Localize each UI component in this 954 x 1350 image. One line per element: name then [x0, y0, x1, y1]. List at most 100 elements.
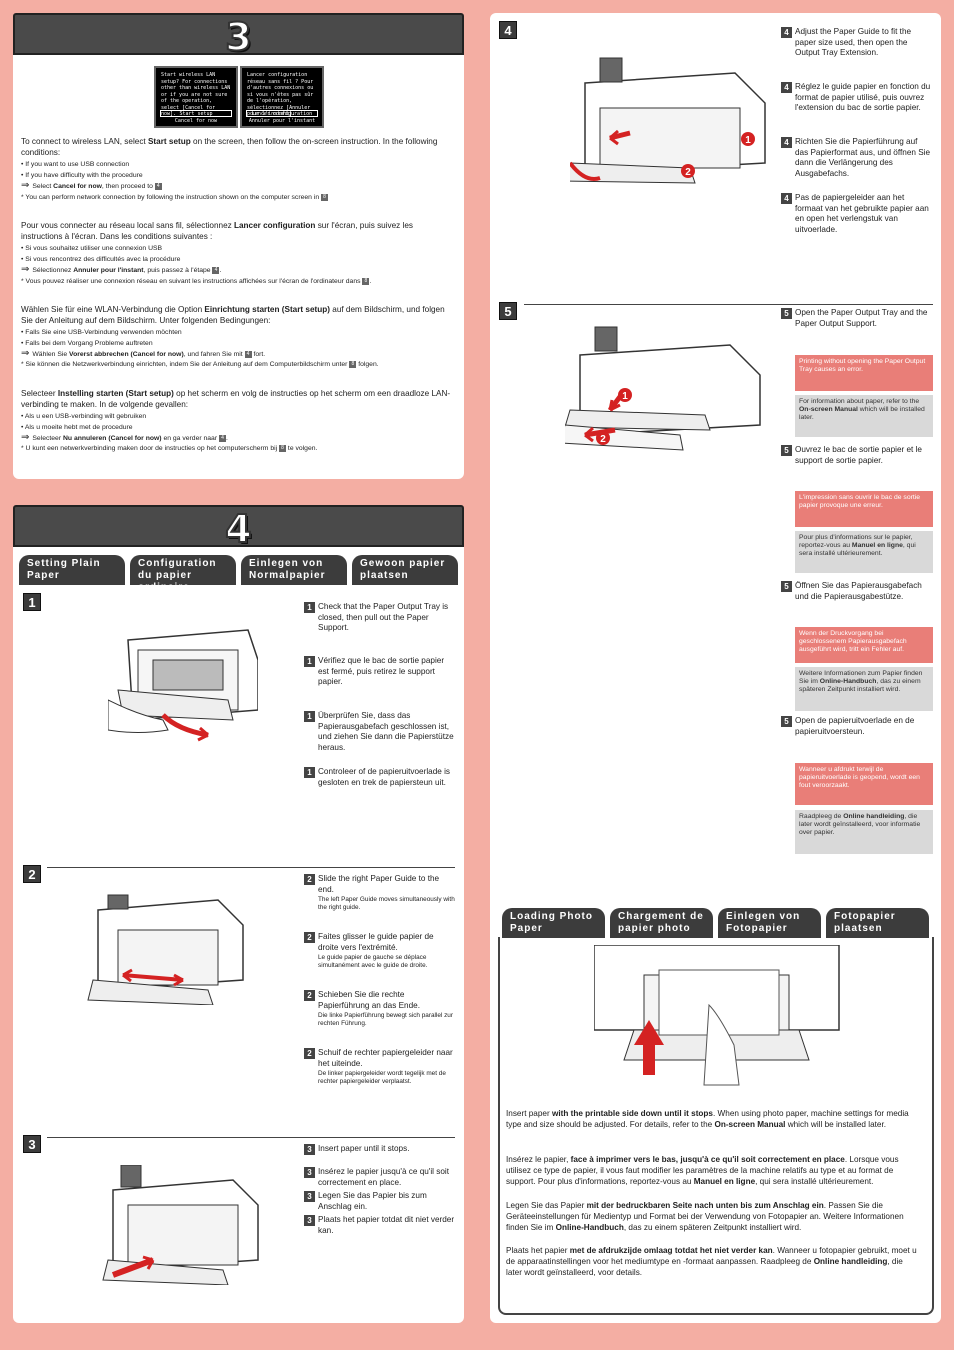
s3-fr-intro: Pour vous connecter au réseau local sans… [21, 221, 414, 241]
step-badge: 3 [304, 1167, 315, 1178]
step-badge: 4 [781, 27, 792, 38]
s3-fr-bullet-1: • Si vous souhaitez utiliser une connexi… [21, 245, 163, 252]
step-5-nl-info: Raadpleeg de Online handleiding, die lat… [795, 810, 933, 854]
lcd-fr-text: Lancer configuration réseau sans fil ? P… [247, 72, 314, 117]
step-badge: 4 [781, 193, 792, 204]
printer-illustration-step-2 [87, 894, 244, 1005]
s3-fr-arrow: ⇒Sélectionnez Annuler pour l'instant, pu… [21, 264, 222, 275]
lcd-en-text: Start wireless LAN setup? For connection… [161, 72, 231, 117]
s3-en-note: * You can perform network connection by … [21, 192, 328, 203]
s3-nl-bullet-1: • Als u een USB-verbinding wilt gebruike… [21, 413, 147, 420]
lcd-screen-fr: Lancer configuration réseau sans fil ? P… [240, 66, 324, 128]
step-1-number: 1 [23, 593, 41, 611]
lcd-en-option-start: Start setup [160, 110, 232, 117]
tab-einlegen-normalpapier: Einlegen von Normalpapier [241, 555, 347, 585]
step-ref-icon: 4 [154, 182, 162, 190]
printer-illustration-photo [594, 945, 840, 1086]
lcd-en-option-cancel: Cancel for now [174, 118, 218, 124]
step-badge: 1 [304, 767, 315, 778]
tab-setting-plain-paper: Setting Plain Paper [19, 555, 125, 585]
tab-fotopapier-plaatsen: Fotopapier plaatsen [826, 908, 929, 938]
printer-illustration-step-1 [108, 629, 258, 742]
photo-en: Insert paper with the printable side dow… [506, 1109, 909, 1129]
section-3-header: 3 [13, 13, 464, 59]
tab-einlegen-fotopapier: Einlegen von Fotopapier [718, 908, 821, 938]
double-arrow-icon: ⇒ [21, 348, 30, 359]
step-badge: 5 [781, 445, 792, 456]
step-5-nl-warning: Wanneer u afdrukt terwijl de papieruitvo… [795, 763, 933, 805]
s3-fr-note: * Vous pouvez réaliser une connexion rés… [21, 277, 372, 285]
step-badge: 1 [304, 656, 315, 667]
lcd-fr-option-cancel: Annuler pour l'instant [248, 118, 316, 124]
tab-configuration-papier: Configuration du papier ordinaire [130, 555, 236, 593]
section-4-number: 4 [224, 507, 252, 551]
double-arrow-icon: ⇒ [21, 432, 30, 443]
step-ref-icon: 4 [219, 434, 226, 442]
s3-fr-bullet-2: • Si vous rencontrez des difficultés ave… [21, 256, 181, 263]
s3-nl-bullet-2: • Als u moeite hebt met de procedure [21, 424, 133, 431]
step-ref-icon: 8 [349, 360, 357, 368]
s3-nl-arrow: ⇒Selecteer Nu annuleren (Cancel for now)… [21, 432, 228, 443]
lcd-screen-en: Start wireless LAN setup? For connection… [154, 66, 238, 128]
s3-en-bullet-2: • If you have difficulty with the proced… [21, 172, 143, 179]
step-badge: 2 [304, 990, 315, 1001]
photo-fr: Insérez le papier, face à imprimer vers … [506, 1155, 899, 1186]
step-badge: 2 [304, 932, 315, 943]
printer-illustration-step-4: 1 2 [570, 57, 766, 184]
photo-de: Legen Sie das Papier mit der bedruckbare… [506, 1201, 904, 1232]
step-5-fr-info: Pour plus d'informations sur le papier, … [795, 531, 933, 573]
printer-illustration-step-3 [102, 1165, 259, 1285]
step-5-divider [524, 304, 933, 305]
step-badge: 2 [304, 1048, 315, 1059]
tab-chargement-papier-photo: Chargement de papier photo [610, 908, 713, 938]
s3-nl-intro: Selecteer Instelling starten (Start setu… [21, 389, 451, 409]
s3-en-intro: To connect to wireless LAN, select Start… [21, 137, 438, 157]
s3-nl-note: * U kunt een netwerkverbinding maken doo… [21, 444, 318, 452]
section-4-panel: 4 Setting Plain Paper Configuration du p… [13, 505, 464, 1323]
step-badge: 2 [304, 874, 315, 885]
step-5-de-info: Weitere Informationen zum Papier finden … [795, 667, 933, 711]
photo-paper-frame [498, 937, 934, 1315]
s3-en-bullet-1: • If you want to use USB connection [21, 161, 130, 168]
step-3-divider [47, 1137, 455, 1138]
step-ref-icon: 8 [362, 277, 370, 285]
s3-de-intro: Wählen Sie für eine WLAN-Verbindung die … [21, 305, 445, 325]
tab-gewoon-papier: Gewoon papier plaatsen [352, 555, 458, 585]
s3-en-arrow: ⇒Select Cancel for now, then proceed to … [21, 180, 162, 192]
step-badge: 3 [304, 1215, 315, 1226]
section-3-number: 3 [224, 15, 252, 59]
lcd-fr-option-start: Lancer configuration [246, 110, 318, 117]
step-ref-icon: 4 [244, 350, 252, 358]
step-2-number: 2 [23, 865, 41, 883]
step-badge: 5 [781, 581, 792, 592]
step-3-number: 3 [23, 1135, 41, 1153]
step-4-number: 4 [499, 21, 517, 39]
s3-de-arrow: ⇒Wählen Sie Vorerst abbrechen (Cancel fo… [21, 348, 266, 359]
callout-1: 1 [745, 135, 751, 146]
step-ref-icon: 8 [279, 444, 287, 452]
step-5-number: 5 [499, 302, 517, 320]
step-badge: 4 [781, 82, 792, 93]
s3-de-bullet-1: • Falls Sie eine USB-Verbindung verwende… [21, 329, 182, 336]
s3-de-note: * Sie können die Netzwerkverbindung einr… [21, 360, 379, 368]
printer-illustration-step-5: 1 2 [565, 326, 761, 451]
